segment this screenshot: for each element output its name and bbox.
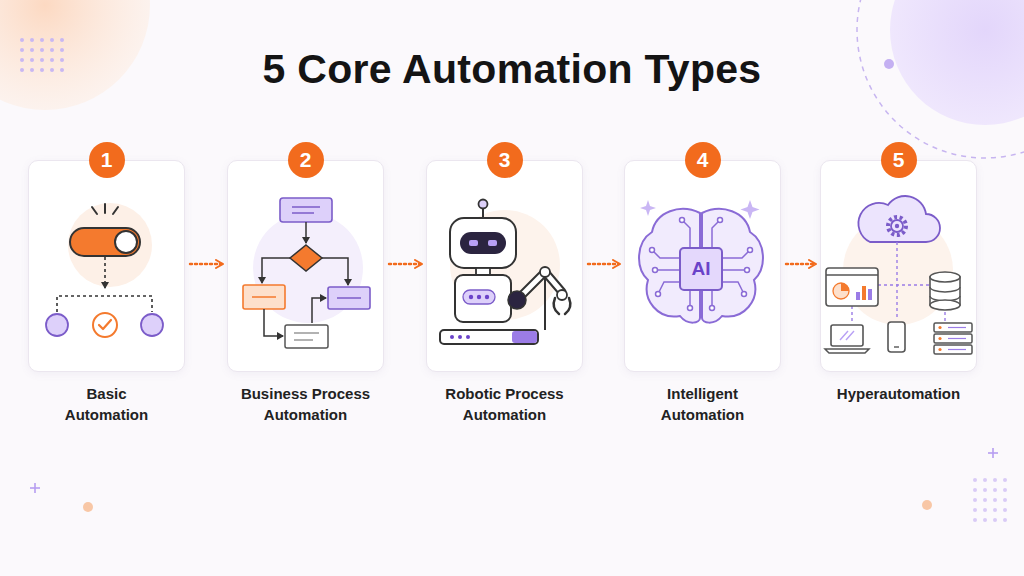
- automation-card: 3Robotic Process Automation: [426, 160, 583, 372]
- automation-card: 1Basic Automation: [28, 160, 185, 372]
- automation-card: 4Intelligent Automation: [624, 160, 781, 372]
- dot-grid: [973, 478, 1007, 522]
- card-caption: Basic Automation: [57, 383, 157, 425]
- corner-blob: [0, 0, 150, 110]
- step-number: 4: [685, 142, 721, 178]
- step-number: 5: [881, 142, 917, 178]
- plus-mark: [30, 448, 998, 493]
- flow-arrow: [786, 263, 815, 265]
- cloud-network-icon: [825, 196, 972, 354]
- step-number: 2: [288, 142, 324, 178]
- accent-dot: [83, 502, 93, 512]
- flow-arrow: [190, 263, 222, 265]
- flow-arrow: [389, 263, 421, 265]
- card-caption: Hyperautomation: [824, 383, 974, 404]
- flowchart-icon: [243, 198, 370, 348]
- diagram-title: 5 Core Automation Types: [0, 46, 1024, 93]
- card-caption: Business Process Automation: [231, 383, 381, 425]
- chip-label: AI: [692, 258, 711, 280]
- robot-icon: [440, 200, 570, 345]
- brain-icon: [639, 200, 763, 323]
- automation-card: 5Hyperautomation: [820, 160, 977, 372]
- step-number: 3: [487, 142, 523, 178]
- flow-arrow: [588, 263, 619, 265]
- toggle-icon: [46, 203, 163, 337]
- card-caption: Robotic Process Automation: [430, 383, 580, 425]
- dot-grid: [20, 38, 64, 72]
- corner-blob: [890, 0, 1024, 125]
- accent-dot: [884, 59, 894, 69]
- accent-dot: [922, 500, 932, 510]
- step-number: 1: [89, 142, 125, 178]
- automation-card: 2Business Process Automation: [227, 160, 384, 372]
- card-caption: Intelligent Automation: [648, 383, 758, 425]
- dashed-arc: [857, 0, 1024, 158]
